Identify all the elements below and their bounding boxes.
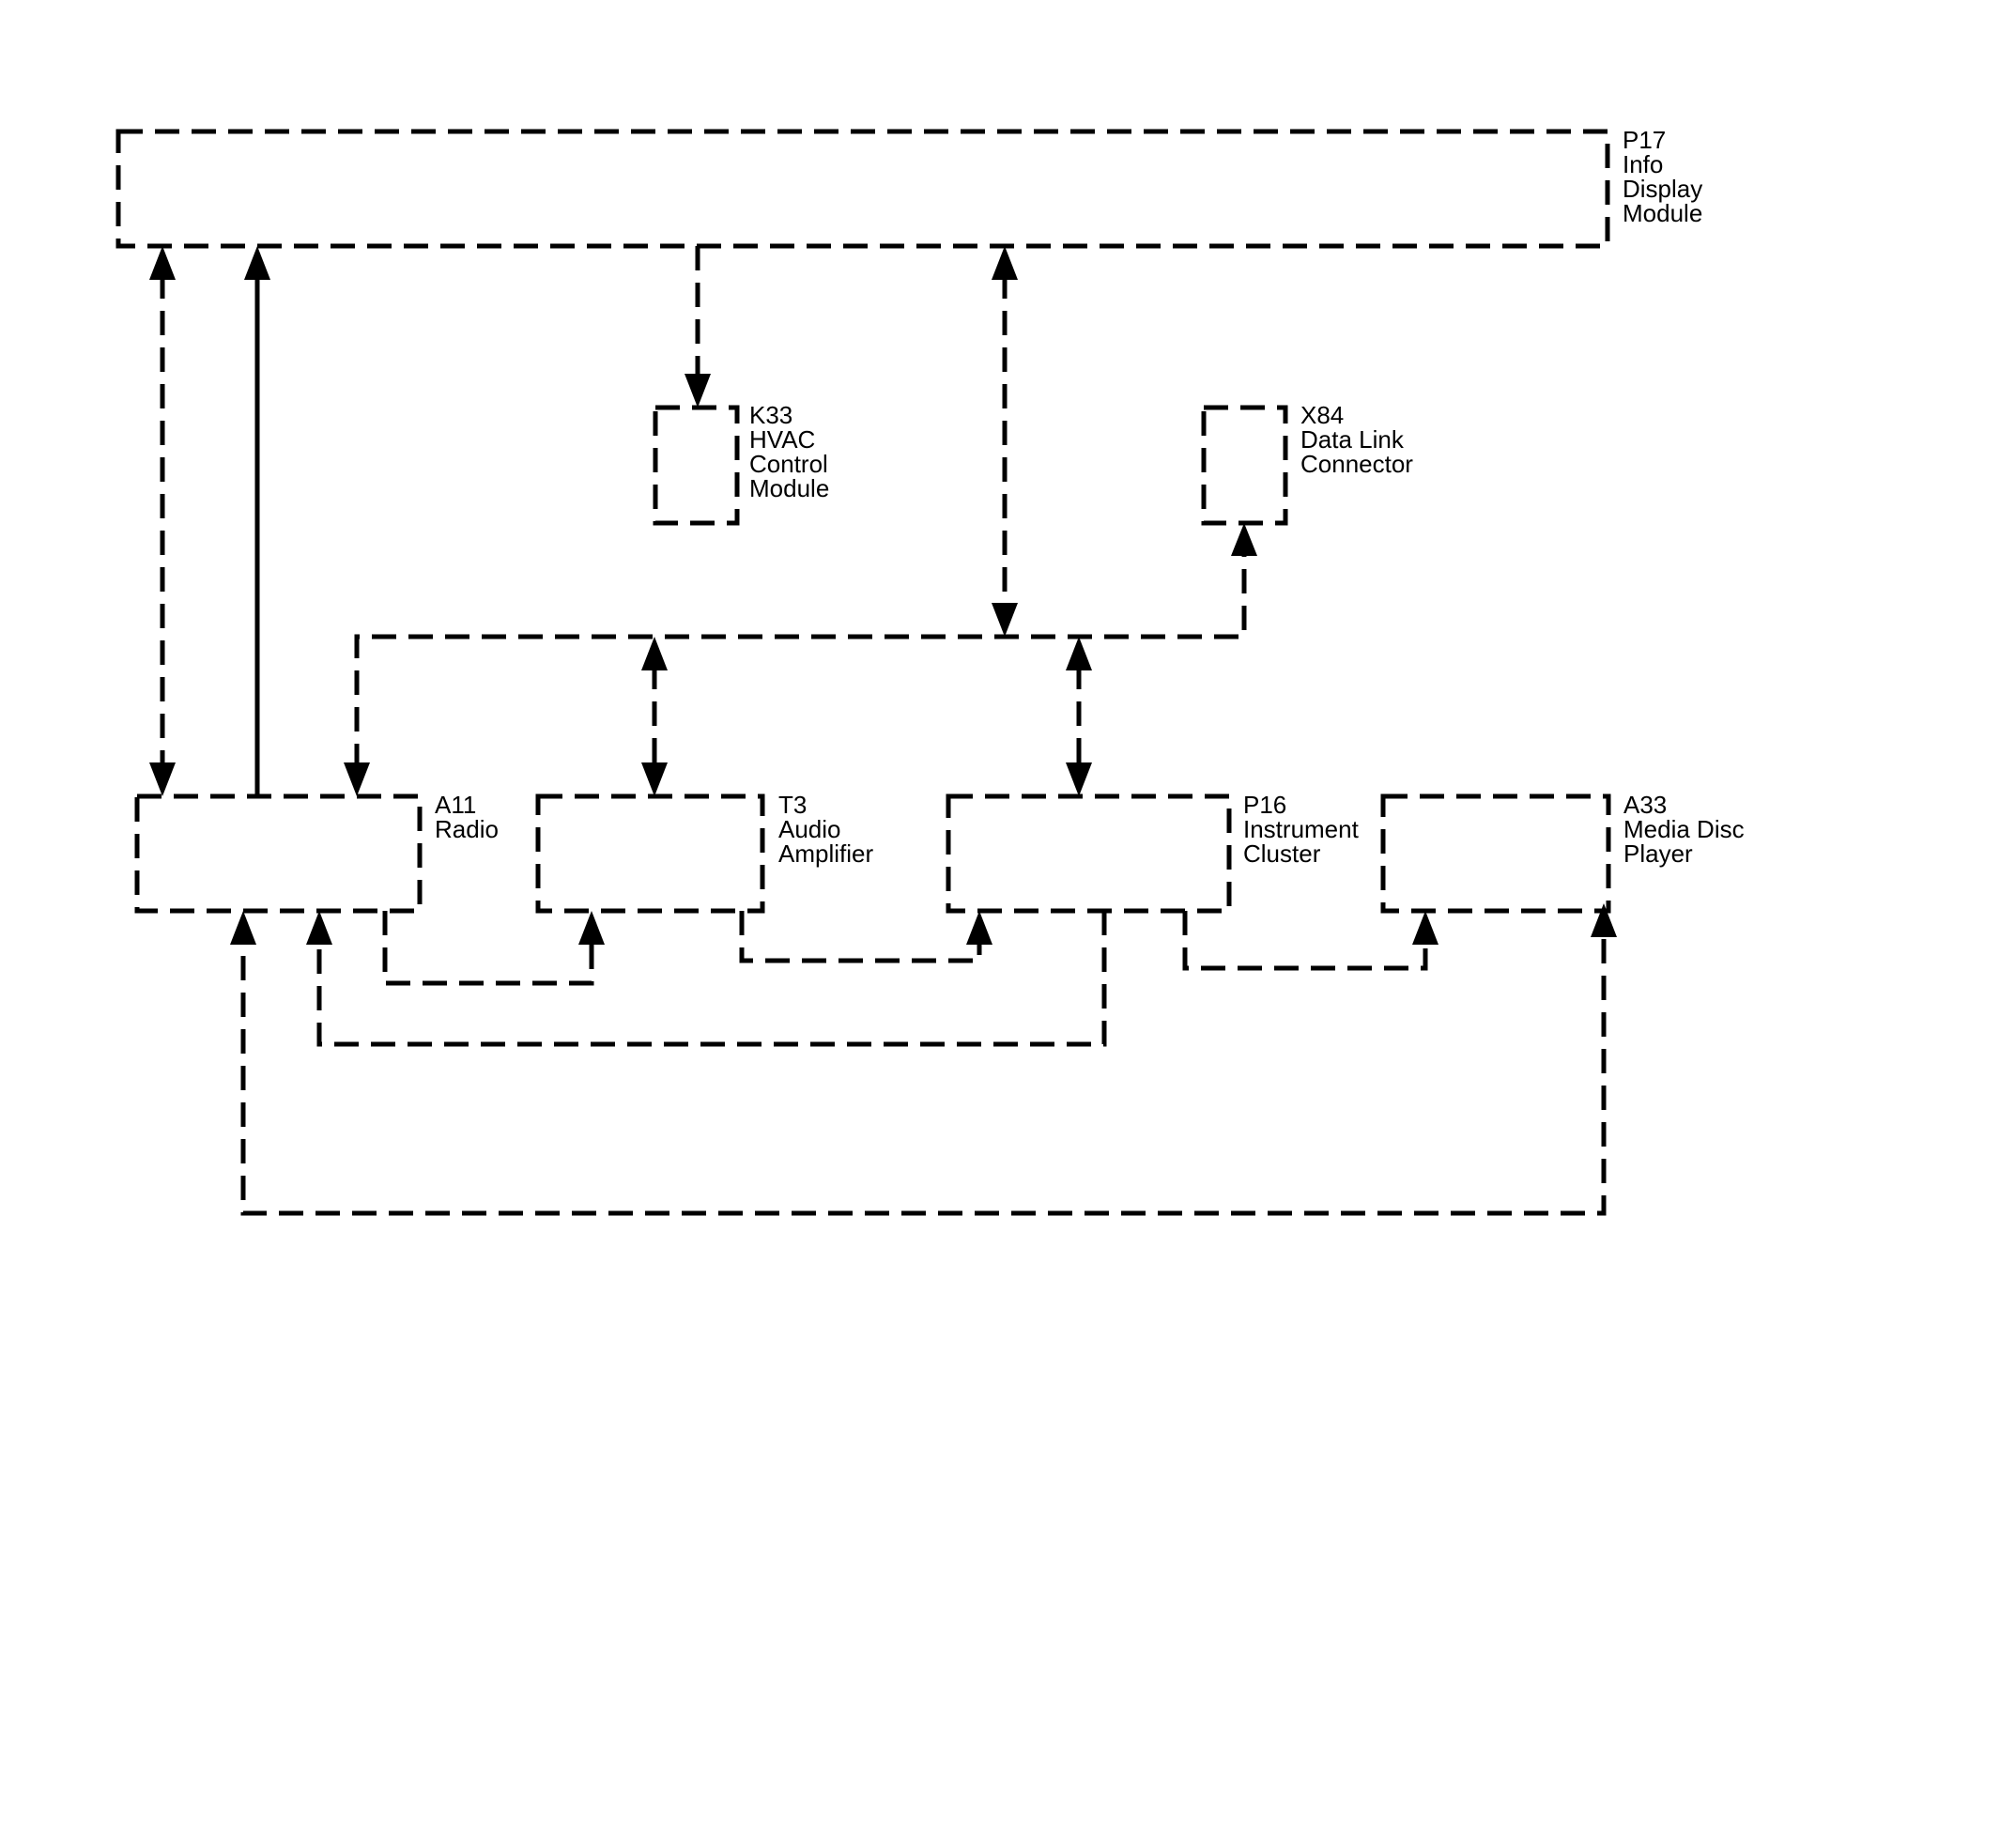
arrow-up-bus-t3 [641,637,668,670]
p16-box [946,793,1232,914]
p16-line-1: Instrument [1243,815,1360,843]
arrow-up-p16-bottom [966,911,992,945]
p16-id: P16 [1243,791,1286,819]
t3-box [535,793,765,914]
arrow-up-x84 [1231,523,1257,556]
a33-box [1380,793,1611,914]
k33-id: K33 [749,401,792,429]
wire-a33-a11 [240,939,1607,1216]
x84-line-1: Data Link [1300,425,1405,454]
x84-id: X84 [1300,401,1344,429]
a11-box [134,793,423,914]
p16-label: P16 Instrument Cluster [1243,791,1365,868]
wire-t3-p16 [739,911,982,963]
arrow-up-t3-bottom [578,911,605,945]
arrow-down-k33 [685,374,711,408]
k33-box [653,405,740,526]
arrow-down-p16 [1066,762,1092,796]
k33-line-3: Module [749,474,829,502]
arrow-up-a11-loop [230,911,256,945]
arrow-up-p17-dashed [149,246,176,280]
t3-label: T3 Audio Amplifier [778,791,873,868]
a11-label: A11 Radio [435,791,499,843]
t3-line-1: Audio [778,815,841,843]
a33-label: A33 Media Disc Player [1623,791,1751,868]
x84-label: X84 Data Link Connector [1300,401,1413,478]
x84-line-2: Connector [1300,450,1413,478]
arrow-up-a33-from-p16 [1412,911,1438,945]
t3-line-2: Amplifier [778,839,873,868]
x84-box [1201,405,1288,526]
k33-label: K33 HVAC Control Module [749,401,835,502]
arrow-down-bus [992,603,1018,637]
arrow-up-p17-solid [244,246,270,280]
arrow-down-a11-dashed [149,762,176,796]
wires [160,246,1607,1216]
a33-line-1: Media Disc [1623,815,1745,843]
a11-line-1: Radio [435,815,499,843]
p17-line-1: Info [1623,150,1663,178]
a33-line-2: Player [1623,839,1693,868]
arrow-down-t3 [641,762,668,796]
arrowheads [149,246,1617,945]
a11-id: A11 [435,791,476,819]
wire-a11-t3 [382,911,594,986]
arrow-up-a11-from-p16 [306,911,332,945]
p17-line-3: Module [1623,199,1702,227]
p16-line-2: Cluster [1243,839,1321,868]
arrow-up-bus-p16 [1066,637,1092,670]
a33-id: A33 [1623,791,1667,819]
arrow-down-a11-bus [344,762,370,796]
wire-p16-a33 [1182,911,1428,971]
p17-label: P17 Info Display Module [1623,126,1709,227]
t3-id: T3 [778,791,807,819]
wire-p16-a11 [316,911,1107,1047]
p17-box [115,129,1610,249]
p17-id: P17 [1623,126,1666,154]
arrow-up-a33-loop [1591,903,1617,937]
k33-line-2: Control [749,450,828,478]
p17-line-2: Display [1623,175,1702,203]
k33-line-1: HVAC [749,425,815,454]
arrow-up-p17-bus [992,246,1018,280]
data-bus [354,550,1247,768]
